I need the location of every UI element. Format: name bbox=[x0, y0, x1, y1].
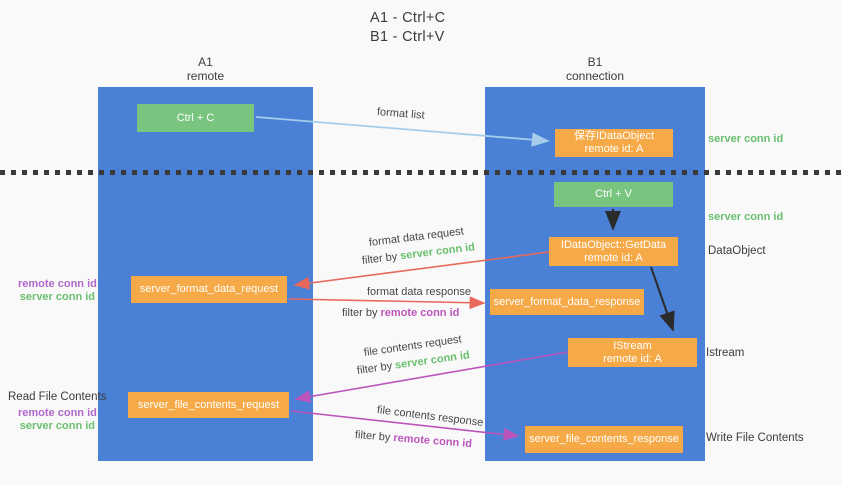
node-istream-line1: IStream bbox=[613, 339, 652, 352]
node-format-response-label: server_format_data_response bbox=[493, 295, 641, 308]
column-b1-name: B1 bbox=[587, 55, 603, 69]
filter-by-text: filter by bbox=[356, 359, 396, 377]
node-format-request: server_format_data_request bbox=[131, 276, 287, 303]
node-istream: IStream remote id: A bbox=[568, 338, 697, 367]
arrow-label-format-list: format list bbox=[376, 106, 426, 122]
node-save-dataobject-line1: 保存IDataObject bbox=[573, 130, 655, 142]
column-b1-role: connection bbox=[565, 69, 625, 83]
node-save-dataobject: 保存IDataObject remote id: A bbox=[555, 129, 673, 157]
diagram-title: A1 - Ctrl+C B1 - Ctrl+V bbox=[370, 9, 445, 47]
label-read-file-contents: Read File Contents bbox=[8, 391, 107, 403]
node-ctrl-v: Ctrl + V bbox=[554, 182, 673, 207]
column-a1-role: remote bbox=[186, 69, 225, 83]
title-line-b1: B1 - Ctrl+V bbox=[370, 29, 445, 45]
label-remote-conn-id-top: remote conn id bbox=[18, 278, 97, 290]
arrow-label-format-data-response: format data response bbox=[367, 286, 471, 298]
server-conn-id-text: server conn id bbox=[399, 241, 476, 263]
node-file-request: server_file_contents_request bbox=[128, 392, 289, 418]
node-format-response: server_format_data_response bbox=[490, 289, 644, 315]
label-group-conn-ids-top: remote conn id server conn id bbox=[18, 278, 97, 304]
remote-conn-id-text: remote conn id bbox=[380, 307, 460, 319]
arrow-label-filter-by-remote-conn-id-1: filter by remote conn id bbox=[342, 307, 459, 319]
filter-by-text: filter by bbox=[342, 307, 381, 319]
arrow-label-filter-by-remote-conn-id-2: filter by remote conn id bbox=[355, 429, 473, 450]
label-remote-conn-id-bottom: remote conn id bbox=[18, 407, 97, 419]
node-format-request-label: server_format_data_request bbox=[139, 283, 279, 295]
label-group-conn-ids-bottom: remote conn id server conn id bbox=[18, 407, 97, 433]
filter-by-text: filter by bbox=[354, 429, 394, 445]
title-line-a1: A1 - Ctrl+C bbox=[370, 10, 446, 26]
column-header-a1: A1 remote bbox=[98, 55, 313, 83]
node-istream-line2: remote id: A bbox=[603, 352, 662, 365]
label-write-file-contents: Write File Contents bbox=[706, 432, 804, 444]
section-divider-dotted-line bbox=[0, 170, 842, 175]
node-ctrl-c-label: Ctrl + C bbox=[176, 111, 215, 124]
node-getdata-line1: IDataObject::GetData bbox=[560, 238, 667, 251]
format-data-response-arrow bbox=[288, 296, 486, 310]
label-server-conn-id-left-bottom: server conn id bbox=[19, 420, 95, 432]
label-dataobject: DataObject bbox=[708, 245, 766, 257]
node-file-response: server_file_contents_response bbox=[525, 426, 683, 453]
label-server-conn-id-mid: server conn id bbox=[708, 211, 784, 223]
node-ctrl-v-label: Ctrl + V bbox=[595, 188, 632, 200]
column-header-b1: B1 connection bbox=[485, 55, 705, 83]
filter-by-text: filter by bbox=[361, 250, 401, 267]
remote-conn-id-text: remote conn id bbox=[392, 432, 473, 451]
label-istream: Istream bbox=[706, 347, 745, 359]
label-server-conn-id-left-top: server conn id bbox=[19, 291, 95, 303]
node-file-request-label: server_file_contents_request bbox=[137, 398, 280, 411]
node-file-response-label: server_file_contents_response bbox=[529, 433, 679, 445]
node-ctrl-c: Ctrl + C bbox=[137, 104, 254, 132]
arrow-label-file-contents-response: file contents response bbox=[376, 404, 484, 429]
node-save-dataobject-line2: remote id: A bbox=[584, 143, 644, 155]
node-getdata-line2: remote id: A bbox=[584, 251, 643, 264]
node-getdata: IDataObject::GetData remote id: A bbox=[549, 237, 678, 266]
label-server-conn-id-top: server conn id bbox=[708, 133, 784, 145]
column-a1-name: A1 bbox=[198, 55, 213, 69]
